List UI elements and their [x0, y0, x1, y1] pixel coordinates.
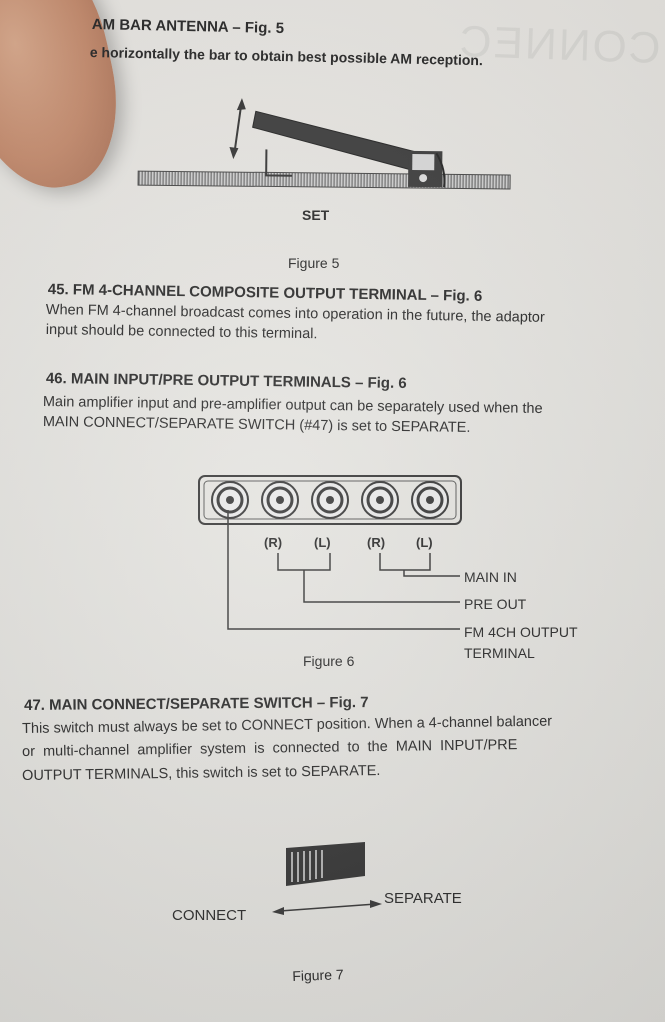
channel-label-r2: (R)	[367, 535, 386, 550]
rca-jack	[261, 481, 299, 519]
leader-pre-out	[303, 570, 460, 603]
figure7-caption: Figure 7	[292, 966, 344, 984]
leader-main-in	[403, 570, 460, 577]
antenna-base	[137, 170, 511, 190]
separate-label: SEPARATE	[384, 890, 462, 907]
main-in-label: MAIN IN	[464, 569, 517, 585]
arrow-head-connect	[272, 907, 284, 915]
rca-jack	[211, 481, 249, 519]
rca-jack	[311, 481, 349, 519]
channel-label-l2: (L)	[416, 535, 433, 550]
rotation-arrow	[233, 107, 242, 154]
arrow-head-separate	[370, 900, 382, 908]
arrow-head-down	[229, 147, 239, 160]
channel-label-l1: (L)	[314, 535, 331, 550]
section47-heading: 47. MAIN CONNECT/SEPARATE SWITCH – Fig. …	[24, 693, 369, 714]
rca-jack	[361, 481, 399, 519]
set-label: SET	[302, 207, 330, 223]
figure7-drawing	[272, 842, 382, 915]
slide-switch	[286, 842, 365, 886]
channel-label-r1: (R)	[264, 535, 283, 550]
figure6-drawing	[198, 475, 462, 630]
terminal-panel	[198, 475, 462, 525]
switch-arrow-line	[279, 903, 377, 912]
connect-label: CONNECT	[172, 907, 247, 924]
figure5-drawing	[137, 98, 511, 190]
bracket-main-in	[379, 553, 431, 571]
bar-antenna	[252, 110, 422, 172]
fm-output-label-line2: TERMINAL	[464, 645, 535, 661]
leader-fm-output	[227, 510, 460, 630]
fm-output-label-line1: FM 4CH OUTPUT	[464, 624, 578, 640]
figure6-caption: Figure 6	[303, 653, 355, 669]
pre-out-label: PRE OUT	[464, 596, 527, 612]
rca-jack	[411, 481, 449, 519]
arrow-head-up	[236, 98, 246, 111]
figure5-caption: Figure 5	[288, 255, 340, 271]
bracket-pre-out	[277, 553, 331, 571]
set-bracket	[265, 149, 293, 177]
